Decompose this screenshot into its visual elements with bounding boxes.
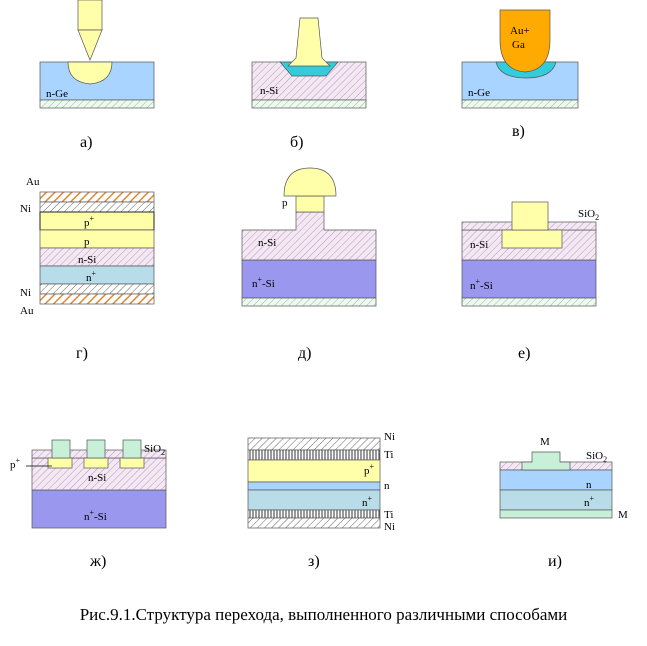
label-n-si: n-Si [88, 472, 106, 484]
panel-letter-a: а) [80, 134, 92, 151]
label-n-plus-si: n+-Si [470, 277, 493, 292]
label-n-si: n-Si [260, 85, 278, 97]
au-top-layer [39, 191, 155, 203]
label-n-plus: n+ [86, 269, 97, 284]
n-si-layer [39, 247, 155, 267]
contact-layer [461, 297, 597, 307]
label-n: n [384, 480, 390, 492]
label-ti-top: Ti [384, 449, 393, 461]
ti-top-layer [247, 449, 381, 461]
alloy-drop [499, 9, 551, 73]
label-n-ge: n-Ge [468, 87, 490, 99]
label-p: p [282, 197, 288, 209]
label-n-plus-si: n+-Si [84, 508, 107, 523]
au-bottom-layer [39, 293, 155, 305]
ti-bottom-layer [247, 509, 381, 519]
label-au: Au+ [510, 25, 530, 37]
p-region [501, 229, 563, 249]
panel-letter-e: е) [518, 345, 530, 362]
p-layer [39, 229, 155, 249]
electrode [287, 17, 331, 67]
panel-e: SiO2 n-Si n+-Si е) [461, 201, 599, 362]
label-ti-bottom: Ti [384, 509, 393, 521]
label-sio2: SiO2 [586, 450, 607, 464]
n-si-mesa [241, 211, 377, 261]
panel-g: Au Ni p+ p n-Si n+ Ni Au г) [20, 176, 155, 362]
panel-d: p n-Si n+-Si д) [241, 167, 377, 362]
label-sio2: SiO2 [144, 443, 165, 457]
panel-letter-zh: ж) [89, 553, 106, 570]
contact-layer [461, 99, 579, 109]
needle-shaft [77, 0, 103, 31]
contact-1 [51, 439, 71, 459]
n-plus-layer [499, 489, 613, 511]
label-n: n [586, 479, 592, 491]
contact-layer [39, 99, 155, 109]
contact-2 [86, 439, 106, 459]
m-top-contact [521, 451, 571, 471]
panel-letter-b: б) [290, 134, 303, 151]
figure-caption: Рис.9.1.Структура перехода, выполненного… [79, 605, 568, 624]
label-sio2: SiO2 [578, 208, 599, 222]
n-plus-si-layer [461, 259, 597, 299]
p-region-1 [47, 457, 73, 469]
label-m-top: M [540, 436, 550, 448]
needle-tip [77, 29, 103, 61]
label-ni-top: Ni [384, 431, 395, 443]
panel-letter-g: г) [76, 345, 88, 362]
m-bottom-layer [499, 509, 613, 519]
panel-letter-d: д) [298, 345, 311, 362]
label-n-plus: n+ [362, 494, 373, 509]
label-m-bottom: M [618, 509, 628, 521]
p-region [295, 195, 325, 213]
p-plus-layer [39, 211, 155, 231]
label-n-si: n-Si [470, 239, 488, 251]
panel-letter-v: в) [512, 123, 525, 140]
contact-3 [122, 439, 142, 459]
contact-layer [251, 99, 367, 109]
n-layer [247, 481, 381, 491]
label-p-plus: p+ [364, 462, 375, 477]
n-layer [499, 469, 613, 491]
panel-zh: SiO2 p+ n-Si n+-Si ж) [10, 439, 167, 570]
ni-top-layer [39, 201, 155, 213]
ni-bottom-layer [247, 517, 381, 529]
ni-bottom-layer [39, 283, 155, 295]
panel-v: Au+ Ga n-Ge в) [461, 9, 579, 140]
p-region-2 [83, 457, 109, 469]
label-p: p [84, 236, 90, 248]
label-n-si: n-Si [258, 237, 276, 249]
n-plus-layer [39, 265, 155, 285]
label-au-bottom: Au [20, 305, 34, 317]
label-ni-bottom: Ni [20, 287, 31, 299]
ni-top-layer [247, 437, 381, 451]
n-plus-layer [247, 489, 381, 511]
label-ga: Ga [512, 39, 525, 51]
contact-layer [241, 297, 377, 307]
metal-contact [511, 201, 549, 231]
label-au-top: Au [26, 176, 40, 188]
label-p-plus: p+ [10, 456, 21, 471]
label-n-si: n-Si [78, 254, 96, 266]
contact-cap [283, 167, 337, 197]
label-n-plus: n+ [584, 494, 595, 509]
label-ni-bottom: Ni [384, 521, 395, 533]
panel-z: Ni Ti p+ n n+ Ti Ni з) [247, 431, 395, 570]
panel-i: M SiO2 n n+ M и) [499, 436, 628, 570]
label-p-plus: p+ [84, 214, 95, 229]
panel-letter-z: з) [308, 553, 320, 570]
label-n-plus-si: n+-Si [252, 275, 275, 290]
p-region-3 [119, 457, 145, 469]
label-ni-top: Ni [20, 203, 31, 215]
panel-a: n-Ge а) [39, 0, 155, 151]
p-plus-layer [247, 459, 381, 483]
alloy-region [67, 61, 113, 85]
panel-b: n-Si б) [251, 17, 367, 151]
panel-letter-i: и) [548, 553, 562, 570]
label-n-ge: n-Ge [46, 88, 68, 100]
